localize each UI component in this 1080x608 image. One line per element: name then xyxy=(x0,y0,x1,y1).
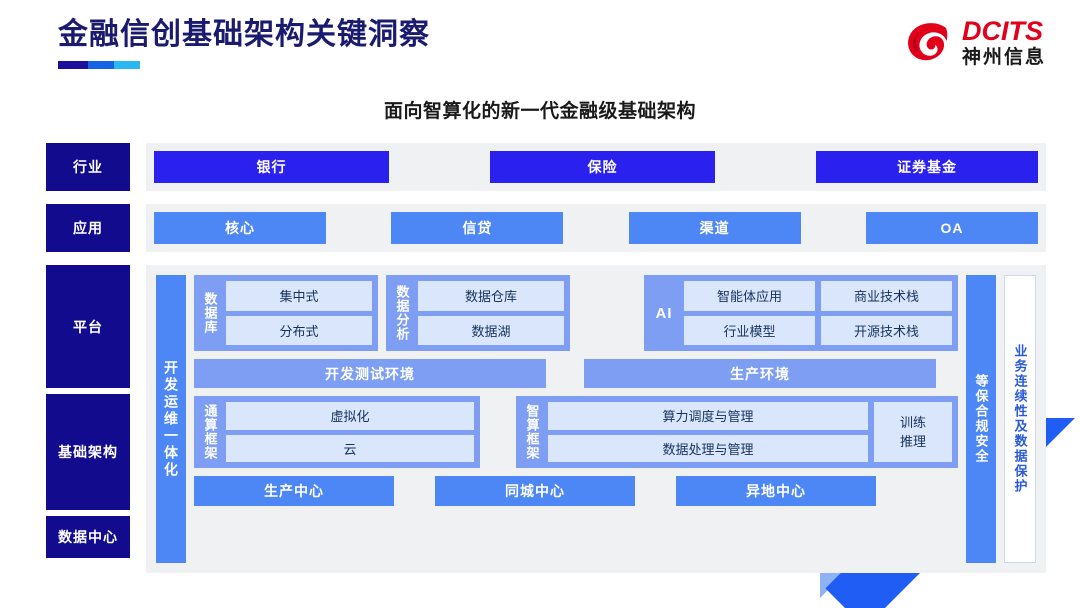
platform-panel: 开发运维一体化 数据库 集中式 分布式 数据分析 xyxy=(146,265,1046,573)
title-accent-bar xyxy=(58,61,140,69)
industry-row: 银行 保险 证券基金 xyxy=(146,143,1046,191)
cell-data-lake[interactable]: 数据湖 xyxy=(418,315,564,345)
group-intelligent-compute: 智算框架 算力调度与管理 数据处理与管理 训练 推理 xyxy=(516,396,958,468)
group-label-database: 数据库 xyxy=(202,292,218,334)
group-data-analysis: 数据分析 数据仓库 数据湖 xyxy=(386,275,570,351)
cell-compute-scheduling[interactable]: 算力调度与管理 xyxy=(548,402,868,430)
industry-item-bank[interactable]: 银行 xyxy=(154,151,389,183)
devops-vertical-bar[interactable]: 开发运维一体化 xyxy=(156,275,186,563)
group-ai: AI 智能体应用 行业模型 商业技术栈 开源技术栈 xyxy=(644,275,958,351)
group-label-ai: AI xyxy=(655,304,673,322)
cell-distributed[interactable]: 分布式 xyxy=(226,315,372,345)
framework-row: 通算框架 虚拟化 云 智算框架 算力调度与管理 数据处理与管理 xyxy=(194,396,958,468)
center-production[interactable]: 生产中心 xyxy=(194,476,394,506)
cell-inference-label: 推理 xyxy=(899,434,926,449)
bar-business-continuity[interactable]: 业务连续性及数据保护 xyxy=(1004,275,1036,563)
layer-label-column: 行业 应用 平台 基础架构 数据中心 xyxy=(46,143,130,558)
group-label-general-compute: 通算框架 xyxy=(202,404,218,460)
cell-commercial-stack[interactable]: 商业技术栈 xyxy=(821,281,952,311)
slide-header: 金融信创基础架构关键洞察 xyxy=(58,18,430,69)
bar-compliance-security[interactable]: 等保合规安全 xyxy=(966,275,996,563)
layer-label-platform: 平台 xyxy=(46,265,130,388)
cell-cloud[interactable]: 云 xyxy=(226,434,474,462)
application-row: 核心 信贷 渠道 OA xyxy=(146,204,1046,252)
industry-item-securities[interactable]: 证券基金 xyxy=(816,151,1038,183)
cross-cutting-bars: 等保合规安全 业务连续性及数据保护 xyxy=(966,275,1036,563)
slide-subtitle: 面向智算化的新一代金融级基础架构 xyxy=(383,101,696,122)
cell-train-inference[interactable]: 训练 推理 xyxy=(874,402,952,462)
group-general-compute: 通算框架 虚拟化 云 xyxy=(194,396,480,468)
logo-text-en: DCITS xyxy=(961,16,1043,46)
group-label-data-analysis: 数据分析 xyxy=(394,285,410,341)
group-database: 数据库 集中式 分布式 xyxy=(194,275,378,351)
platform-center-stack: 数据库 集中式 分布式 数据分析 数据仓库 数据湖 xyxy=(194,275,958,563)
center-metro[interactable]: 同城中心 xyxy=(435,476,635,506)
env-dev-test[interactable]: 开发测试环境 xyxy=(194,359,546,388)
env-production[interactable]: 生产环境 xyxy=(584,359,936,388)
group-label-intelligent-compute: 智算框架 xyxy=(524,404,540,460)
architecture-diagram: 行业 应用 平台 基础架构 数据中心 银行 保险 证券基金 核心 信贷 渠道 xyxy=(46,143,1046,573)
datacenter-row: 生产中心 同城中心 异地中心 xyxy=(194,476,958,506)
layer-content-column: 银行 保险 证券基金 核心 信贷 渠道 OA 开发运维一体化 xyxy=(146,143,1046,573)
layer-label-datacenter: 数据中心 xyxy=(46,516,130,558)
center-remote[interactable]: 异地中心 xyxy=(676,476,876,506)
application-item-credit[interactable]: 信贷 xyxy=(391,212,564,244)
cell-industry-model[interactable]: 行业模型 xyxy=(684,315,815,345)
industry-item-insurance[interactable]: 保险 xyxy=(490,151,715,183)
cell-train-label: 训练 xyxy=(899,414,926,430)
layer-label-infrastructure: 基础架构 xyxy=(46,394,130,510)
brand-logo: DCITS 神州信息 xyxy=(906,18,1046,67)
cell-data-processing[interactable]: 数据处理与管理 xyxy=(548,434,868,462)
cell-opensource-stack[interactable]: 开源技术栈 xyxy=(821,315,952,345)
application-item-channel[interactable]: 渠道 xyxy=(628,212,801,244)
cell-centralized[interactable]: 集中式 xyxy=(226,281,372,311)
layer-label-application: 应用 xyxy=(46,204,130,252)
dcits-swoosh-icon xyxy=(906,20,954,66)
application-item-oa[interactable]: OA xyxy=(865,212,1038,244)
cell-data-warehouse[interactable]: 数据仓库 xyxy=(418,281,564,311)
platform-capability-row: 数据库 集中式 分布式 数据分析 数据仓库 数据湖 xyxy=(194,275,958,351)
cell-agent-application[interactable]: 智能体应用 xyxy=(684,281,815,311)
application-item-core[interactable]: 核心 xyxy=(154,212,326,244)
layer-label-industry: 行业 xyxy=(46,143,130,191)
logo-text-cn: 神州信息 xyxy=(961,47,1046,68)
environment-row: 开发测试环境 生产环境 xyxy=(194,359,958,388)
cell-virtualization[interactable]: 虚拟化 xyxy=(226,402,474,430)
page-title: 金融信创基础架构关键洞察 xyxy=(58,18,430,51)
